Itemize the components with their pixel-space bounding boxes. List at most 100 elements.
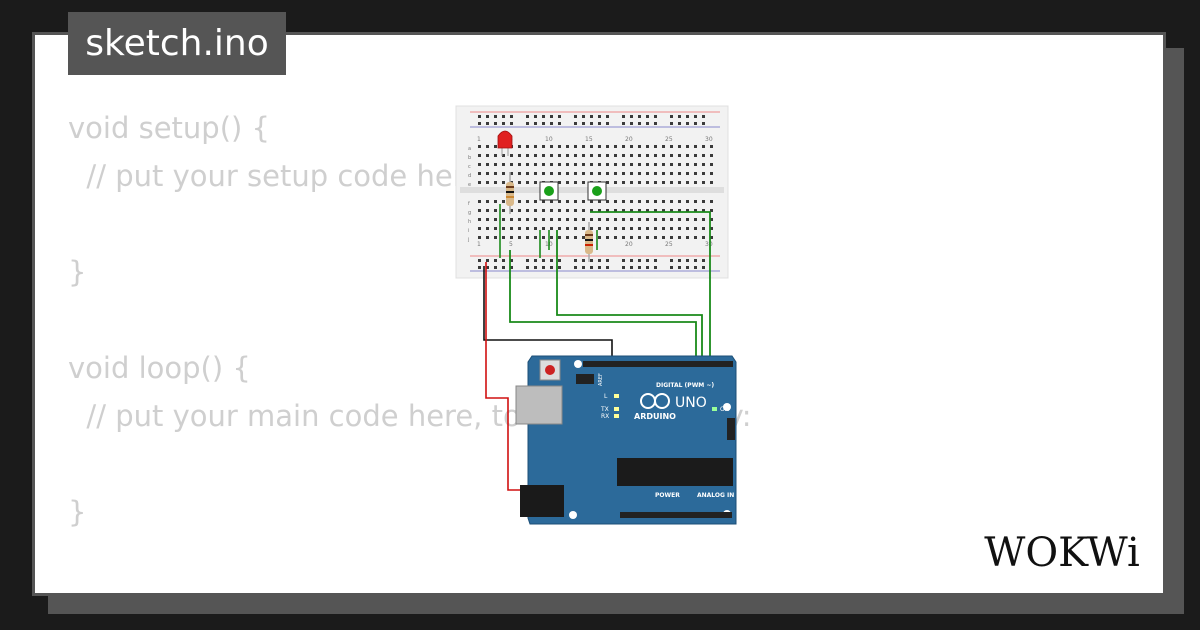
- row-letter: b: [468, 155, 471, 161]
- breadboard-hole: [478, 209, 481, 212]
- breadboard-hole: [582, 227, 585, 230]
- breadboard-hole: [654, 181, 657, 184]
- breadboard-hole: [558, 122, 561, 125]
- breadboard-hole: [702, 122, 705, 125]
- breadboard-hole: [486, 181, 489, 184]
- breadboard-hole: [478, 236, 481, 239]
- breadboard-hole: [534, 227, 537, 230]
- breadboard-hole: [670, 266, 673, 269]
- board-brand: ARDUINO: [634, 412, 676, 421]
- led-red[interactable]: [497, 130, 513, 156]
- breadboard-hole: [678, 227, 681, 230]
- breadboard-hole: [486, 227, 489, 230]
- breadboard-hole: [502, 227, 505, 230]
- breadboard-hole: [526, 209, 529, 212]
- breadboard-hole: [478, 259, 481, 262]
- breadboard-hole: [494, 236, 497, 239]
- breadboard-hole: [694, 227, 697, 230]
- pushbutton-1[interactable]: [539, 181, 559, 201]
- breadboard-hole: [638, 122, 641, 125]
- breadboard-hole: [694, 181, 697, 184]
- breadboard-hole: [622, 115, 625, 118]
- breadboard-hole: [670, 181, 673, 184]
- breadboard-hole: [550, 115, 553, 118]
- pushbutton-2[interactable]: [587, 181, 607, 201]
- breadboard-hole: [590, 122, 593, 125]
- breadboard-hole: [558, 227, 561, 230]
- breadboard-hole: [606, 145, 609, 148]
- breadboard-hole: [542, 218, 545, 221]
- breadboard-hole: [526, 163, 529, 166]
- analog-header: [620, 512, 732, 518]
- breadboard-hole: [646, 259, 649, 262]
- breadboard-hole: [574, 259, 577, 262]
- breadboard-hole: [478, 145, 481, 148]
- breadboard-hole: [646, 200, 649, 203]
- breadboard-hole: [550, 259, 553, 262]
- breadboard-hole: [518, 236, 521, 239]
- breadboard-hole: [534, 266, 537, 269]
- breadboard-hole: [494, 181, 497, 184]
- breadboard-hole: [686, 172, 689, 175]
- wire-green[interactable]: [509, 211, 711, 360]
- breadboard-hole: [534, 209, 537, 212]
- breadboard-hole: [702, 145, 705, 148]
- breadboard-hole: [494, 122, 497, 125]
- breadboard-hole: [566, 218, 569, 221]
- breadboard-hole: [606, 218, 609, 221]
- breadboard-hole: [566, 154, 569, 157]
- breadboard-hole: [646, 145, 649, 148]
- breadboard-hole: [502, 266, 505, 269]
- breadboard-hole: [710, 227, 713, 230]
- breadboard-hole: [582, 181, 585, 184]
- breadboard-hole: [526, 259, 529, 262]
- arduino-uno-board[interactable]: ARDUINO UNO DIGITAL (PWM ~) POWER ANALOG…: [515, 355, 737, 525]
- breadboard-hole: [494, 266, 497, 269]
- breadboard-hole: [542, 115, 545, 118]
- breadboard-hole: [526, 122, 529, 125]
- breadboard-hole: [622, 259, 625, 262]
- breadboard-hole: [694, 236, 697, 239]
- breadboard-hole: [574, 181, 577, 184]
- breadboard-hole: [486, 115, 489, 118]
- breadboard-hole: [502, 122, 505, 125]
- breadboard-hole: [614, 145, 617, 148]
- breadboard-hole: [678, 266, 681, 269]
- breadboard-hole: [582, 163, 585, 166]
- filename-tab[interactable]: sketch.ino: [68, 12, 286, 75]
- breadboard-hole: [502, 115, 505, 118]
- breadboard-hole: [702, 154, 705, 157]
- breadboard-hole: [686, 122, 689, 125]
- wire-black[interactable]: [483, 266, 613, 360]
- breadboard-hole: [494, 259, 497, 262]
- resistor-2[interactable]: [585, 222, 593, 262]
- breadboard-hole: [606, 154, 609, 157]
- breadboard-hole: [638, 163, 641, 166]
- breadboard-hole: [510, 122, 513, 125]
- breadboard-hole: [630, 236, 633, 239]
- breadboard-hole: [694, 218, 697, 221]
- breadboard-hole: [694, 266, 697, 269]
- breadboard-hole: [606, 115, 609, 118]
- breadboard-hole: [710, 154, 713, 157]
- breadboard-hole: [654, 145, 657, 148]
- breadboard-hole: [502, 259, 505, 262]
- breadboard-hole: [662, 145, 665, 148]
- breadboard-hole: [518, 172, 521, 175]
- resistor-1[interactable]: [506, 172, 514, 214]
- breadboard-hole: [534, 145, 537, 148]
- breadboard-hole: [550, 218, 553, 221]
- breadboard-hole: [558, 200, 561, 203]
- breadboard-hole: [702, 200, 705, 203]
- analog-label: ANALOG IN: [697, 492, 734, 499]
- breadboard-row-letters: a b c d e f g h i j: [467, 146, 471, 243]
- breadboard-hole: [558, 172, 561, 175]
- breadboard-hole: [686, 181, 689, 184]
- breadboard-hole: [558, 259, 561, 262]
- breadboard-hole: [518, 163, 521, 166]
- breadboard-hole: [566, 227, 569, 230]
- breadboard-hole: [534, 259, 537, 262]
- breadboard-hole: [654, 259, 657, 262]
- breadboard-hole: [542, 227, 545, 230]
- breadboard-hole: [662, 218, 665, 221]
